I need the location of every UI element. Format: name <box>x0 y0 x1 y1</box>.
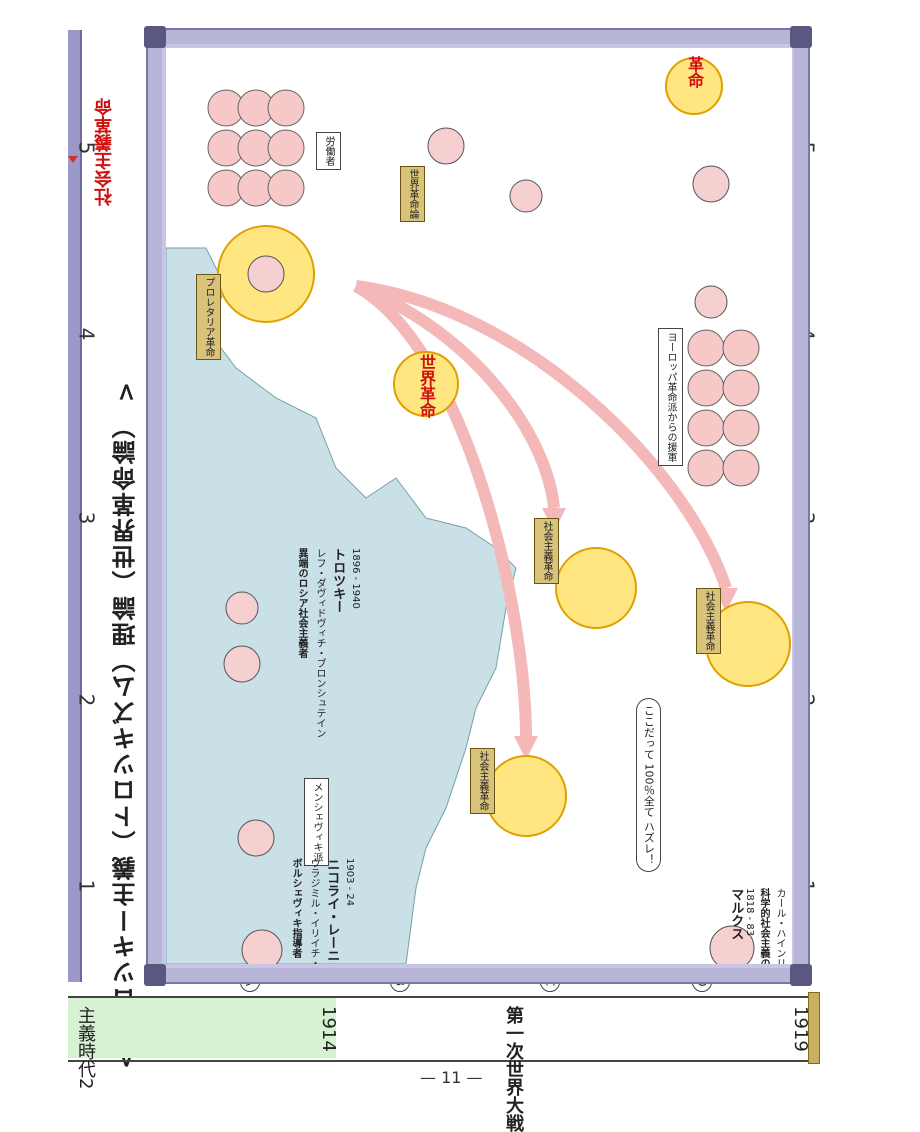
lenin-years-label: 1903 - 24 <box>344 858 355 907</box>
socialist-revolution-burst-b <box>485 755 567 837</box>
trotsky-years-label: 1896 - 1940 <box>350 548 361 609</box>
revolution-burst <box>665 57 723 115</box>
figure-right-top <box>692 165 730 203</box>
arrow-to-d2 <box>355 280 732 590</box>
timeline-event: 第一次世界大戦 <box>503 1006 524 1132</box>
menshevik-figure <box>237 819 275 857</box>
lenin-figure <box>241 929 283 964</box>
trotsky-fullname-label: レフ・ダヴィドヴィチ・ブロンシュテイン <box>314 548 325 738</box>
revolution-text: 革命 <box>685 56 704 88</box>
marx-years-label: 1818 - 83 <box>744 888 755 937</box>
map-svg <box>166 57 791 964</box>
page-number: — 11 — <box>420 1068 483 1087</box>
lenin-party-label: ボルシェヴィキ指導者 <box>290 858 301 958</box>
left-strip <box>68 30 82 982</box>
menshevik-label: メンシェヴィキ派 <box>304 778 329 866</box>
figure-right-mid <box>694 285 728 319</box>
socialist-revolution-badge-c: 社会主義革命 <box>534 518 559 584</box>
grid-number-top-3: 3 <box>74 511 99 525</box>
timeline-year-end: 1919 <box>790 1006 811 1052</box>
grid-number-top-4: 4 <box>74 327 99 341</box>
europe-workers-label: ヨーロッパ革命派からの援軍 <box>658 328 683 466</box>
frame-corner-bl <box>144 964 166 986</box>
world-revolution-text: 世界革命 <box>417 354 436 418</box>
frame-corner-tr <box>790 26 812 48</box>
timeline <box>68 996 820 1062</box>
workers-label: 労働者 <box>316 132 341 170</box>
timeline-year-start: 1914 <box>318 1006 339 1052</box>
trotsky-figure-3 <box>223 645 261 683</box>
timeline-era-label: 主義時代2 <box>75 1006 96 1090</box>
arrowhead-b3 <box>514 736 538 760</box>
lenin-fullname-label: ウラジミル・イリイチ・ウリヤノフ <box>308 858 319 964</box>
arrow-to-b3 <box>353 280 532 739</box>
world-revolution-theory-badge: 世界革命論 <box>400 166 425 222</box>
page-title: < トロツキー主義（トロツキズム）理論（世界革命論） > <box>112 380 140 1069</box>
grid-number-top-1: 1 <box>74 879 99 893</box>
timeline-end-bar <box>808 992 820 1064</box>
socialist-revolution-text: 社会主義革命 <box>94 98 115 206</box>
position-marker-icon <box>68 156 78 163</box>
frame-corner-br <box>790 964 812 986</box>
marx-name-label: マルクス <box>728 888 744 940</box>
lenin-name-label: ニコライ・レーニン <box>324 858 340 964</box>
socialist-revolution-badge-b: 社会主義革命 <box>470 748 495 814</box>
trotsky-name-label: トロツキー <box>330 548 346 613</box>
europe-workers-crowd <box>687 329 760 487</box>
figure-5 <box>509 179 543 213</box>
marx-figure <box>709 925 755 964</box>
socialist-revolution-badge-d: 社会主義革命 <box>696 588 721 654</box>
figure-4 <box>427 127 465 165</box>
timeline-era-block <box>68 996 336 1058</box>
trotsky-party-label: 異端のロシア社会主義者 <box>296 548 307 658</box>
frame-corner-tl <box>144 26 166 48</box>
grid-number-top-2: 2 <box>74 693 99 707</box>
arrow-to-c3 <box>353 280 560 509</box>
workers-crowd <box>207 89 305 207</box>
map-area: 労働者 世界革命論 プロレタリア革命 世界革命 革命 社会主義革命 社会主義革命… <box>166 48 792 964</box>
socialist-revolution-burst-c <box>555 547 637 629</box>
marx-party-label: 科学的社会主義の祖 <box>758 888 769 964</box>
trotsky-figure-2 <box>225 591 259 625</box>
sea-shape <box>166 247 517 964</box>
trotsky-figure-top <box>247 255 285 293</box>
marx-fullname-label: カール・ハインリッヒ <box>774 888 785 964</box>
proletarian-revolution-badge: プロレタリア革命 <box>196 274 221 360</box>
marx-speech-bubble: ここだって 100％全て ハズレ！ <box>636 698 662 872</box>
world-revolution-burst <box>393 351 459 417</box>
